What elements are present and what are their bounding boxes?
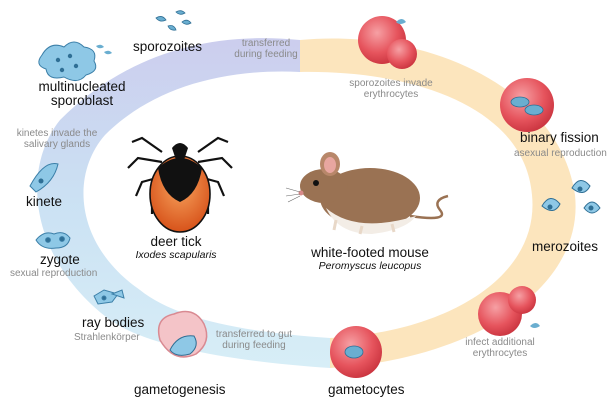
sporozoites-label: sporozoites xyxy=(133,40,202,54)
infect-additional-note: infect additional erythrocytes xyxy=(465,338,535,359)
gametocytes-label: gametocytes xyxy=(328,383,405,397)
ray-bodies-note: Strahlenkörper xyxy=(74,333,140,344)
transferred-gut-line2: during feeding xyxy=(216,341,292,352)
deer-tick-latin-label: Ixodes scapularis xyxy=(135,250,216,261)
deer-tick-icon xyxy=(128,138,232,232)
sporozoites-invade-line2: erythrocytes xyxy=(349,90,432,101)
binary-fission-note: asexual reproduction xyxy=(514,149,607,160)
kinetes-invade-note: kinetes invade the salivary glands xyxy=(17,129,98,150)
ray-bodies-label: ray bodies xyxy=(82,316,144,330)
zygote-icon xyxy=(36,233,70,249)
transferred-note-line2: during feeding xyxy=(234,50,297,61)
binary-fission-label: binary fission xyxy=(520,131,599,145)
gametogenesis-icon xyxy=(159,312,207,357)
kinete-label: kinete xyxy=(26,195,62,209)
transferred-gut-line1: transferred to gut xyxy=(216,330,292,341)
sporozoites-icon xyxy=(156,11,191,30)
deer-tick-label: deer tick xyxy=(150,235,201,249)
gametogenesis-label: gametogenesis xyxy=(134,383,226,397)
sporozoites-invade-line1: sporozoites invade xyxy=(349,79,432,90)
zygote-label: zygote xyxy=(40,253,80,267)
white-footed-mouse-latin-label: Peromyscus leucopus xyxy=(319,261,422,272)
multinucleated-sporoblast-label: multinucleated sporoblast xyxy=(38,80,125,108)
kinetes-invade-note-line2: salivary glands xyxy=(17,140,98,151)
transferred-during-feeding-note: transferred during feeding xyxy=(234,39,297,60)
zygote-note: sexual reproduction xyxy=(10,269,97,280)
multinucleated-label-line1: multinucleated xyxy=(38,80,125,94)
erythrocyte-binary-fission xyxy=(500,78,554,132)
multinucleated-label-line2: sporoblast xyxy=(38,94,125,108)
infect-additional-line1: infect additional xyxy=(465,338,535,349)
sporozoites-invade-note: sporozoites invade erythrocytes xyxy=(349,79,432,100)
infect-additional-line2: erythrocytes xyxy=(465,349,535,360)
sporoblast-icon xyxy=(39,42,112,81)
transferred-note-line1: transferred xyxy=(234,39,297,50)
kinetes-invade-note-line1: kinetes invade the xyxy=(17,129,98,140)
merozoites-label: merozoites xyxy=(532,240,598,254)
erythrocyte-gametocyte xyxy=(330,326,382,378)
white-footed-mouse-label: white-footed mouse xyxy=(311,246,429,260)
transferred-to-gut-note: transferred to gut during feeding xyxy=(216,330,292,351)
white-footed-mouse-icon xyxy=(286,152,448,234)
